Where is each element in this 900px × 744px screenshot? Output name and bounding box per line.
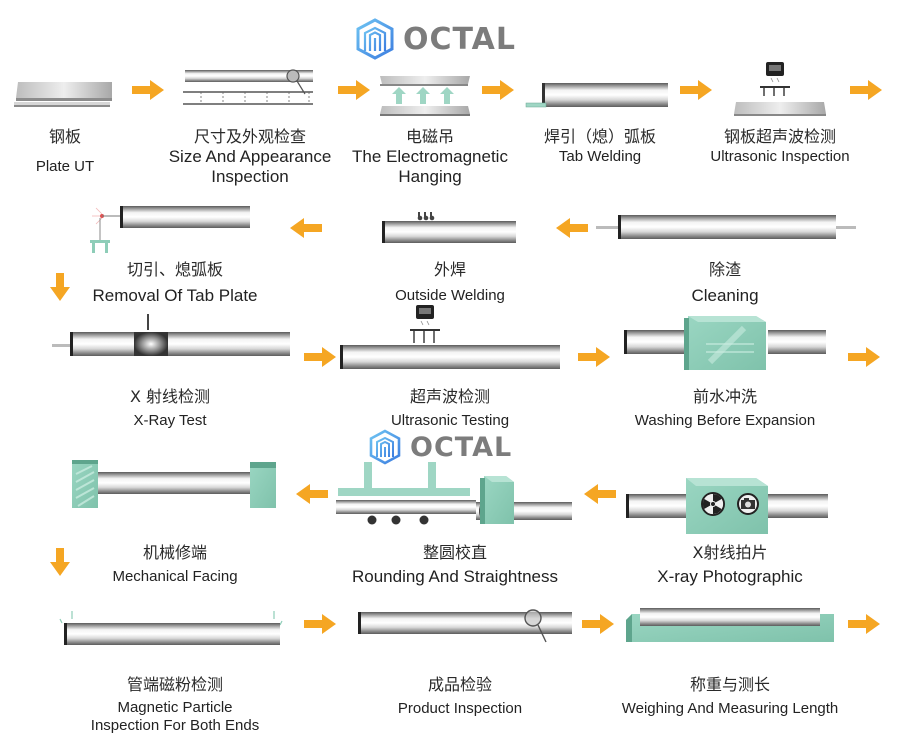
step-3-en-line-2: Hanging [398, 167, 462, 186]
step-15-en-line-1: Magnetic Particle [117, 699, 233, 716]
step-12: X射线拍片 X-ray Photographic [630, 543, 830, 587]
step-9-cn-label: X 射线检测 [129, 387, 211, 406]
step-2-en-line-1: Size And Appearance [168, 147, 332, 166]
tab-cutting-icon [90, 206, 250, 253]
end-facing-icon [72, 460, 276, 508]
xray-camera-box-icon [626, 478, 828, 534]
step-4-en-label: Tab Welding [558, 148, 642, 165]
arrow-left-icon [296, 484, 328, 504]
step-7-cn-label: 外焊 [433, 260, 466, 279]
octal-hexagon-logo-icon [356, 18, 394, 60]
camera-icon [737, 493, 759, 515]
weighing-scale-icon [626, 608, 834, 642]
arrow-left-icon [556, 218, 588, 238]
step-8-cn-label: 切引、熄弧板 [126, 260, 223, 279]
step-15-en-line-2: Inspection For Both Ends [90, 717, 260, 734]
step-17: 称重与测长 Weighing And Measuring Length [600, 675, 860, 719]
step-5-en-label: Ultrasonic Inspection [710, 148, 850, 165]
step-16-en-label: Product Inspection [397, 700, 523, 717]
step-2-en-line-2: Inspection [211, 167, 289, 186]
arrow-right-icon [482, 80, 514, 100]
arrow-right-icon [578, 347, 610, 367]
step-9-en-label: X-Ray Test [133, 412, 207, 429]
xray-weld-icon [52, 314, 290, 356]
brand-logo-top: OCTAL [355, 18, 516, 60]
step-8-en-label: Removal Of Tab Plate [92, 286, 258, 305]
step-5: 钢板超声波检测 Ultrasonic Inspection [690, 127, 870, 167]
brand-wordmark: OCTAL [410, 431, 513, 463]
arrow-right-icon [848, 347, 880, 367]
arrow-down-icon [50, 548, 70, 576]
step-6-en-label: Cleaning [691, 286, 759, 305]
step-17-cn-label: 称重与测长 [689, 675, 770, 694]
step-6: 除渣 Cleaning [650, 260, 800, 306]
step-1-cn-label: 钢板 [48, 127, 81, 146]
arrow-right-icon [304, 614, 336, 634]
step-2: 尺寸及外观检查 Size And Appearance Inspection [150, 127, 350, 187]
step-14: 机械修端 Mechanical Facing [90, 543, 260, 587]
step-9: X 射线检测 X-Ray Test [90, 387, 250, 431]
step-14-cn-label: 机械修端 [142, 543, 207, 562]
arrow-right-icon [582, 614, 614, 634]
step-7: 外焊 Outside Welding [370, 260, 530, 306]
pipe-cleaning-icon [596, 215, 856, 239]
brand-logo-middle: OCTAL [368, 429, 512, 465]
octal-hexagon-logo-icon [369, 429, 401, 465]
magnetic-particle-icon [59, 611, 283, 645]
step-1-en-label: Plate UT [35, 158, 95, 175]
step-5-cn-label: 钢板超声波检测 [723, 127, 836, 146]
step-15: 管端磁粉检测 Magnetic Particle Inspection For … [60, 675, 290, 735]
rounding-straightening-icon [336, 462, 572, 525]
electromagnet-lift-icon [380, 76, 470, 116]
step-10-cn-label: 超声波检测 [409, 387, 490, 406]
arrow-right-icon [848, 614, 880, 634]
step-10: 超声波检测 Ultrasonic Testing [370, 387, 530, 431]
arrow-down-icon [50, 273, 70, 301]
step-14-en-label: Mechanical Facing [112, 568, 238, 585]
product-magnifier-icon [358, 609, 572, 643]
step-7-en-label: Outside Welding [395, 287, 505, 304]
step-11-en-label: Washing Before Expansion [634, 412, 816, 429]
step-6-cn-label: 除渣 [708, 260, 741, 279]
step-16-cn-label: 成品检验 [427, 675, 492, 694]
step-4-cn-label: 焊引（熄）弧板 [543, 127, 656, 146]
washing-machine-icon [624, 316, 826, 370]
step-13-en-label: Rounding And Straightness [351, 567, 559, 586]
step-13: 整圆校直 Rounding And Straightness [335, 543, 575, 587]
step-10-en-label: Ultrasonic Testing [390, 412, 510, 429]
arrow-right-icon [132, 80, 164, 100]
arrow-left-icon [290, 218, 322, 238]
arrow-left-icon [584, 484, 616, 504]
step-12-cn-label: X射线拍片 [692, 543, 768, 562]
arrow-right-icon [304, 347, 336, 367]
step-11: 前水冲洗 Washing Before Expansion [620, 387, 830, 431]
step-3-en-line-1: The Electromagnetic [352, 147, 508, 166]
tab-welding-pipe-icon [525, 83, 668, 108]
step-3: 电磁吊 The Electromagnetic Hanging [340, 127, 520, 187]
step-13-cn-label: 整圆校直 [422, 543, 487, 562]
arrow-right-icon [680, 80, 712, 100]
radiation-icon [701, 492, 725, 516]
step-4: 焊引（熄）弧板 Tab Welding [520, 127, 680, 167]
steel-plate-icon [14, 82, 112, 107]
step-15-cn-label: 管端磁粉检测 [126, 675, 223, 694]
step-3-cn-label: 电磁吊 [405, 127, 454, 146]
ultrasonic-probe-plate-icon [734, 62, 826, 116]
magnifier-ruler-icon [183, 69, 313, 105]
step-2-cn-label: 尺寸及外观检查 [193, 127, 306, 146]
step-8: 切引、熄弧板 Removal Of Tab Plate [70, 260, 280, 306]
arrow-right-icon [338, 80, 370, 100]
step-12-en-label: X-ray Photographic [657, 567, 803, 586]
brand-wordmark: OCTAL [403, 21, 516, 57]
arrow-right-icon [850, 80, 882, 100]
step-1: 钢板 Plate UT [10, 127, 120, 177]
step-17-en-label: Weighing And Measuring Length [621, 700, 839, 717]
step-11-cn-label: 前水冲洗 [692, 387, 757, 406]
ultrasonic-probe-pipe-icon [340, 305, 560, 369]
outside-welding-icon [382, 212, 516, 243]
step-16: 成品检验 Product Inspection [380, 675, 540, 719]
